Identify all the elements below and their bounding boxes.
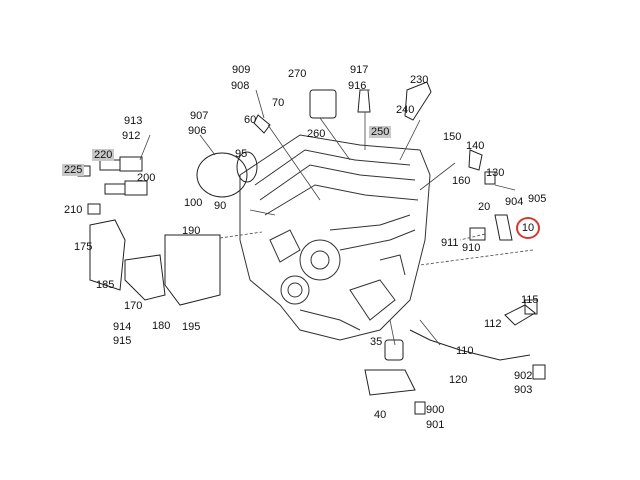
part-label: 150 bbox=[443, 131, 462, 143]
part-label: 200 bbox=[137, 172, 156, 184]
part-label: 95 bbox=[235, 148, 248, 160]
part-label: 110 bbox=[456, 345, 474, 357]
part-label: 185 bbox=[96, 279, 115, 291]
part-label: 906 bbox=[188, 125, 207, 137]
part-label: 230 bbox=[410, 74, 429, 86]
part-label: 905 bbox=[528, 193, 547, 205]
part-label: 903 bbox=[514, 384, 533, 396]
part-label: 195 bbox=[182, 321, 201, 333]
part-label: 210 bbox=[64, 204, 83, 216]
part-label: 180 bbox=[152, 320, 171, 332]
part-label: 160 bbox=[452, 175, 471, 187]
part-label: 175 bbox=[74, 241, 93, 253]
part-label: 900 bbox=[426, 404, 445, 416]
part-label: 60 bbox=[244, 114, 257, 126]
part-label: 170 bbox=[124, 300, 143, 312]
part-label: 910 bbox=[462, 242, 481, 254]
part-label: 909 bbox=[232, 64, 251, 76]
part-label: 90 bbox=[214, 200, 227, 212]
part-label: 140 bbox=[466, 140, 485, 152]
part-label: 40 bbox=[374, 409, 387, 421]
part-label: 907 bbox=[190, 110, 209, 122]
part-label: 915 bbox=[113, 335, 132, 347]
part-label: 914 bbox=[113, 321, 132, 333]
part-label: 913 bbox=[124, 115, 143, 127]
part-label: 917 bbox=[350, 64, 369, 76]
part-label: 904 bbox=[505, 196, 524, 208]
part-label: 70 bbox=[272, 97, 285, 109]
leader-lines bbox=[139, 89, 534, 346]
part-label: 35 bbox=[370, 336, 383, 348]
part-label: 916 bbox=[348, 80, 367, 92]
part-label-highlighted: 225 bbox=[62, 164, 85, 176]
part-label: 912 bbox=[122, 130, 141, 142]
part-label: 20 bbox=[478, 201, 491, 213]
part-label: 270 bbox=[288, 68, 307, 80]
part-label: 190 bbox=[182, 225, 201, 237]
part-label: 260 bbox=[307, 128, 326, 140]
part-label-highlighted: 220 bbox=[92, 149, 115, 161]
part-label: 115 bbox=[521, 294, 539, 306]
part-label: 908 bbox=[231, 80, 250, 92]
part-label: 100 bbox=[184, 197, 203, 209]
part-label-highlighted: 250 bbox=[369, 126, 392, 138]
part-label: 240 bbox=[396, 104, 415, 116]
part-label: 120 bbox=[449, 374, 468, 386]
part-label-circled: 10 bbox=[516, 217, 540, 239]
part-label: 112 bbox=[484, 318, 502, 330]
engine-block bbox=[239, 134, 431, 341]
part-label: 902 bbox=[514, 370, 533, 382]
part-label: 901 bbox=[426, 419, 445, 431]
parts bbox=[77, 81, 546, 415]
part-label: 911 bbox=[441, 237, 459, 249]
part-label: 130 bbox=[486, 167, 505, 179]
